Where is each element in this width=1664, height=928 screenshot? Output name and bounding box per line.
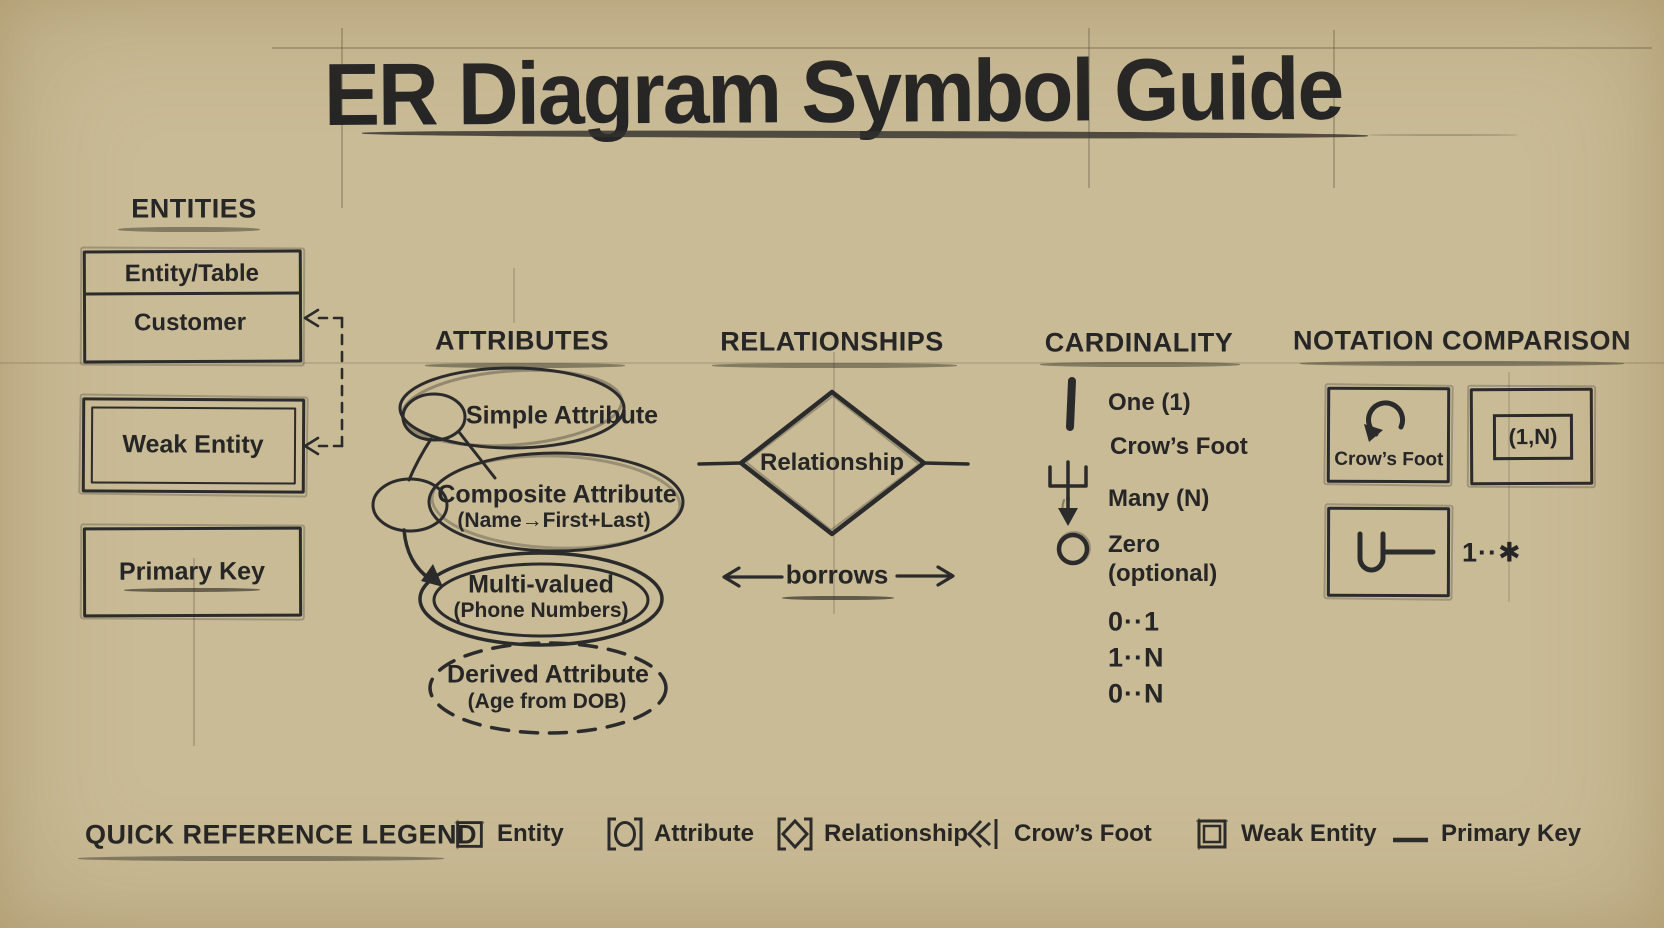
underline-smudge	[1300, 361, 1624, 366]
borrows-arrows	[722, 565, 955, 588]
derived-dashed-ellipse	[428, 641, 668, 735]
legend-item-weak-entity: Weak Entity	[1192, 812, 1377, 856]
pencil-guide-line	[341, 28, 343, 208]
entities-header: ENTITIES	[131, 193, 257, 224]
arrowhead-left-icon	[722, 566, 741, 588]
legend-item-label: Attribute	[654, 820, 754, 847]
entity-dashed-connector	[303, 308, 344, 456]
notation-u-bar-icon	[1357, 531, 1436, 573]
diamond-left-stub	[697, 461, 743, 466]
composite-attribute-label: Composite Attribute	[437, 480, 677, 509]
diamond-right-stub	[922, 461, 970, 466]
entity-square-icon	[454, 819, 485, 850]
relationship-diamond	[697, 389, 970, 537]
cardinality-zero-sublabel: (optional)	[1108, 560, 1218, 587]
simple-attribute-label: Simple Attribute	[465, 401, 659, 430]
cardinality-crows-foot-icon	[1048, 460, 1088, 526]
cardinality-header: CARDINALITY	[1044, 327, 1234, 358]
primary-key-underline-icon	[1393, 837, 1428, 843]
simple-attribute-stem-circle	[401, 392, 467, 442]
multivalued-attribute-label: Multi-valued	[468, 570, 614, 599]
legend-item-label: Weak Entity	[1241, 820, 1377, 847]
pencil-guide-line	[833, 352, 835, 614]
underline-smudge	[78, 856, 444, 861]
attribute-connector-lines	[407, 430, 497, 482]
notation-header: NOTATION COMPARISON	[1293, 325, 1631, 356]
cardinality-one-label: One (1)	[1108, 389, 1191, 416]
underline-smudge	[118, 227, 260, 232]
arrowhead-left-icon	[303, 308, 320, 328]
pencil-guide-line	[1088, 28, 1090, 188]
composite-attribute-ellipse	[371, 451, 685, 553]
composite-attribute-sublabel: (Name→First+Last)	[457, 509, 651, 532]
pencil-guide-line	[0, 362, 1664, 364]
relationship-verb-label: borrows	[785, 559, 889, 590]
legend-item-label: Crow’s Foot	[1014, 820, 1152, 847]
underline-smudge	[712, 363, 957, 368]
cardinality-zero-label: Zero	[1108, 531, 1161, 558]
multivalued-attribute-sublabel: (Phone Numbers)	[453, 599, 629, 622]
composite-attribute-stem-circle	[371, 477, 449, 533]
underline-smudge	[425, 363, 625, 368]
cardinality-crows-foot-label: Crow’s Foot	[1110, 433, 1248, 460]
legend-header: QUICK REFERENCE LEGEND	[85, 819, 478, 850]
title-underline-echo	[1368, 134, 1518, 136]
derived-attribute-sublabel: (Age from DOB)	[467, 690, 627, 713]
multivalued-double-ellipse	[418, 551, 664, 647]
pencil-guide-line	[272, 47, 1652, 49]
pencil-guide-line	[513, 268, 515, 323]
multivalued-arrow	[402, 528, 443, 587]
underline-smudge	[1040, 362, 1240, 367]
cardinality-one-bar-icon	[1066, 377, 1076, 431]
notation-hook-icon	[1364, 400, 1406, 442]
borrows-underline	[782, 596, 894, 600]
cardinality-zero-circle-icon	[1056, 531, 1091, 566]
derived-attribute-label: Derived Attribute	[447, 660, 649, 689]
crows-foot-icon	[966, 819, 998, 849]
cardinality-range-0-n: 0··N	[1108, 678, 1165, 709]
legend-item-label: Relationship	[824, 820, 969, 847]
attributes-header: ATTRIBUTES	[435, 325, 609, 356]
relationship-diamond-icon	[777, 817, 813, 851]
cardinality-range-0-1: 0··1	[1108, 606, 1161, 637]
attribute-ellipse-icon	[607, 817, 643, 851]
legend-item-primary-key: Primary Key	[1390, 812, 1581, 856]
legend-item-label: Primary Key	[1441, 820, 1582, 847]
arrowhead-right-icon	[936, 565, 955, 587]
relationship-diamond-label: Relationship	[759, 449, 905, 476]
relationships-header: RELATIONSHIPS	[720, 326, 944, 357]
cardinality-range-1-n: 1··N	[1108, 642, 1165, 673]
legend-item-entity: Entity	[450, 812, 564, 856]
legend-item-label: Entity	[497, 820, 564, 847]
legend-item-relationship: Relationship	[775, 812, 968, 856]
weak-entity-double-square-icon	[1196, 818, 1228, 850]
legend-item-attribute: Attribute	[605, 812, 754, 856]
arrowhead-left-icon	[303, 436, 320, 456]
pencil-guide-line	[193, 558, 195, 746]
simple-attribute-ellipse	[398, 366, 626, 450]
cardinality-many-label: Many (N)	[1108, 485, 1210, 512]
notation-uml-range-label: 1··✱	[1462, 537, 1522, 568]
pencil-guide-line	[1333, 30, 1335, 188]
legend-item-crows-foot: Crow’s Foot	[965, 812, 1152, 856]
